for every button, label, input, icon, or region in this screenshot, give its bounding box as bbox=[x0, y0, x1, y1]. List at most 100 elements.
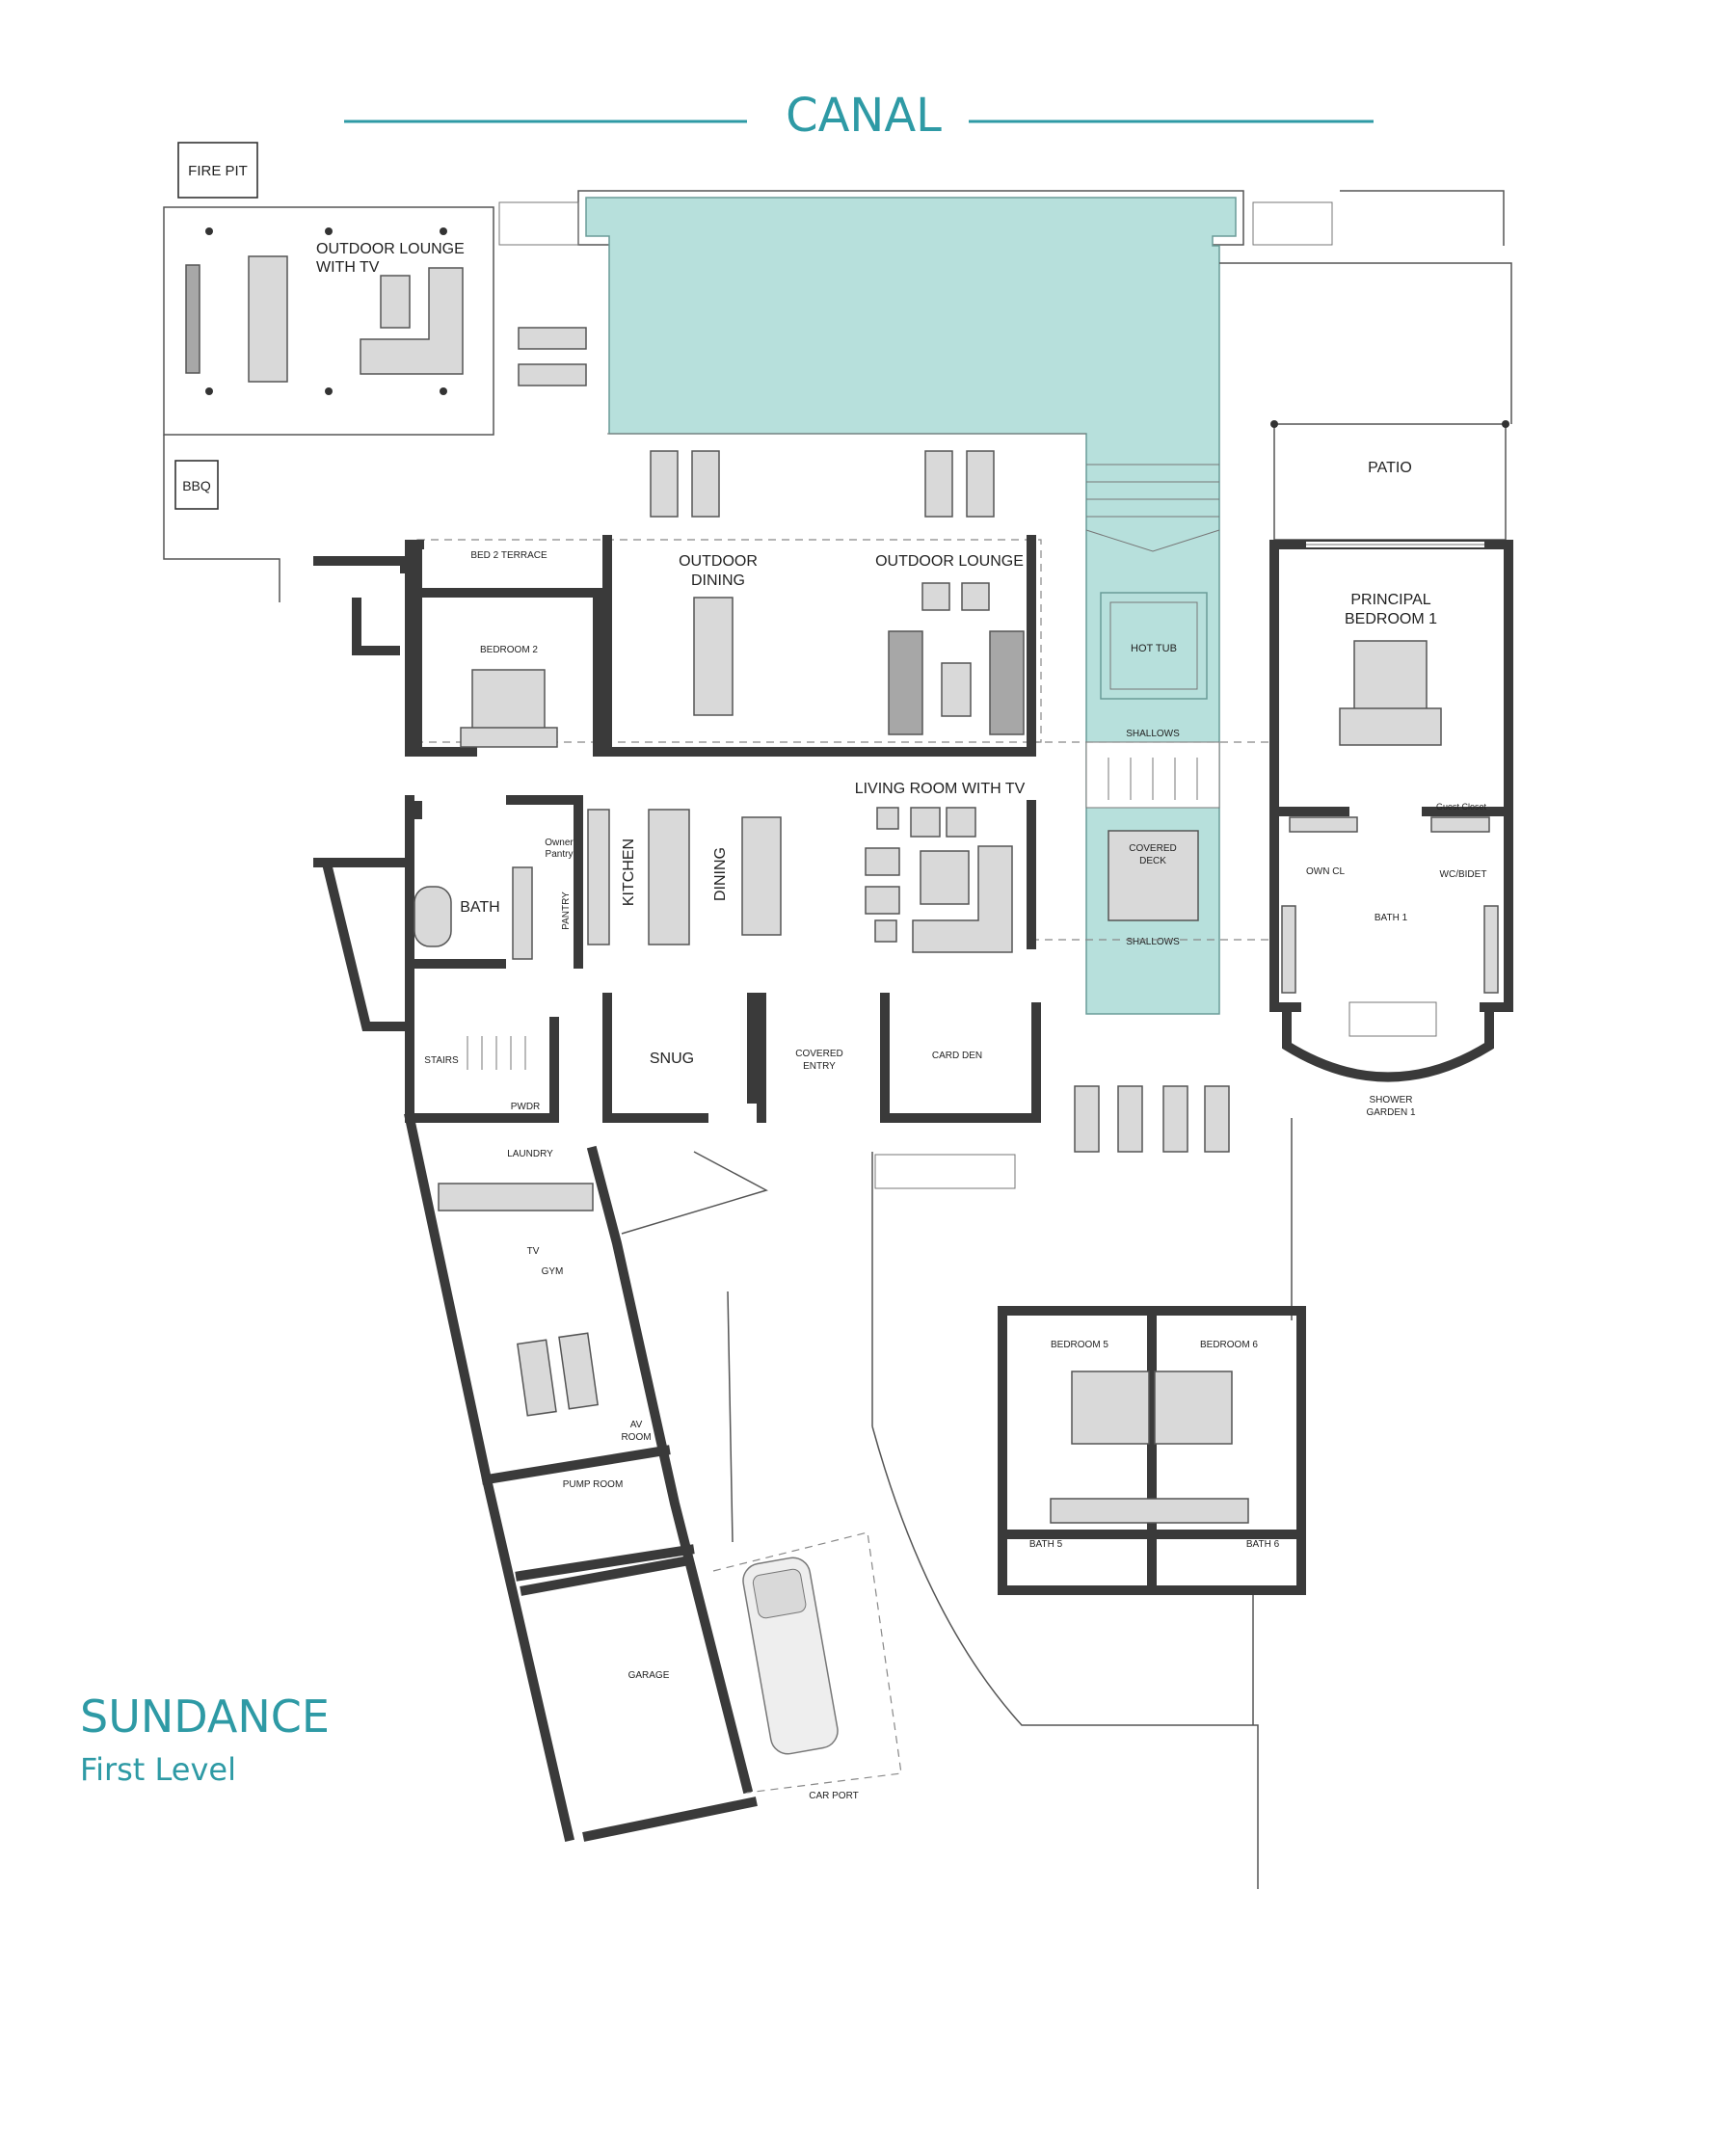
car-port-outline bbox=[712, 1531, 902, 1794]
post bbox=[1270, 420, 1278, 428]
shower-garden-label-2: GARDEN 1 bbox=[1366, 1107, 1416, 1118]
outdoor-kitchen-counter bbox=[248, 255, 288, 383]
bath-1-vanity-left bbox=[1281, 905, 1296, 994]
fire-pit-label: FIRE PIT bbox=[188, 163, 248, 179]
pool-lounger bbox=[966, 450, 995, 518]
outdoor-lounge-deck bbox=[163, 206, 494, 436]
outdoor-coffee-table bbox=[941, 662, 972, 717]
bedroom-6-label: BEDROOM 6 bbox=[1200, 1340, 1258, 1350]
pool-lounger bbox=[1204, 1085, 1230, 1153]
hot-tub-inner bbox=[1109, 601, 1198, 690]
living-chair bbox=[865, 886, 900, 915]
principal-bed-bench bbox=[1339, 707, 1442, 746]
principal-bed bbox=[1353, 640, 1428, 714]
bed-2-terrace-bath bbox=[313, 556, 410, 655]
shower-tray bbox=[1348, 1001, 1437, 1037]
bedroom-2-walls bbox=[405, 588, 602, 757]
hot-tub bbox=[1100, 592, 1208, 700]
pool-lounger bbox=[1162, 1085, 1188, 1153]
post bbox=[325, 227, 333, 235]
hot-tub-label: HOT TUB bbox=[1131, 643, 1177, 654]
bath-walls bbox=[313, 795, 506, 1026]
wc-bidet-label: WC/BIDET bbox=[1440, 869, 1487, 880]
pool-lounger bbox=[924, 450, 953, 518]
covered-entry-label-1: COVERED bbox=[795, 1049, 842, 1059]
outdoor-lounge-label: OUTDOOR LOUNGE bbox=[875, 553, 1024, 570]
bed2-terrace-label: BED 2 TERRACE bbox=[470, 550, 547, 561]
shallows-top-label: SHALLOWS bbox=[1126, 729, 1180, 739]
guest-closet-label: Guest Closet bbox=[1436, 802, 1487, 812]
principal-bedroom-label-2: BEDROOM 1 bbox=[1345, 611, 1437, 627]
outdoor-dining-table bbox=[693, 597, 734, 716]
living-ottoman bbox=[874, 919, 897, 943]
lounge-table bbox=[380, 275, 411, 329]
post bbox=[1502, 420, 1509, 428]
bedroom-5-bed bbox=[1071, 1371, 1150, 1445]
covered-deck-daybed bbox=[1108, 830, 1199, 921]
driveway-outline bbox=[621, 1151, 873, 1543]
laundry-counter bbox=[438, 1183, 594, 1211]
pwdr-label: PWDR bbox=[511, 1102, 541, 1112]
outdoor-chair bbox=[961, 582, 990, 611]
pool-lounger bbox=[691, 450, 720, 518]
living-room-label: LIVING ROOM WITH TV bbox=[855, 781, 1026, 797]
treadmill bbox=[558, 1332, 599, 1410]
dining-table bbox=[741, 816, 782, 936]
garage-front bbox=[582, 1797, 758, 1842]
covered-deck-label-1: COVERED bbox=[1129, 843, 1176, 854]
av-room-label-2: ROOM bbox=[621, 1432, 651, 1443]
owner-pantry-label-2: Pantry bbox=[546, 849, 574, 860]
patio-label: PATIO bbox=[1368, 460, 1412, 476]
car bbox=[742, 1557, 839, 1755]
bath-1-label: BATH 1 bbox=[1375, 913, 1408, 923]
kitchen-counter bbox=[587, 809, 610, 945]
bath-vanity bbox=[512, 866, 533, 960]
pool-lounger bbox=[1074, 1085, 1100, 1153]
owner-pantry-label-1: Owner bbox=[545, 838, 574, 848]
stairs-walls bbox=[405, 1017, 559, 1123]
bbq-label: BBQ bbox=[182, 478, 211, 493]
outdoor-sofa bbox=[989, 630, 1025, 735]
living-chair bbox=[865, 847, 900, 876]
pump-room-label: PUMP ROOM bbox=[563, 1479, 624, 1490]
living-chair bbox=[876, 807, 899, 830]
gym-divider bbox=[481, 1445, 671, 1485]
property-line-right bbox=[1252, 1118, 1293, 1725]
dining-label: DINING bbox=[712, 847, 729, 901]
covered-deck-label-2: DECK bbox=[1139, 856, 1166, 866]
bedroom-2-bed bbox=[471, 669, 546, 733]
living-chair bbox=[946, 807, 976, 838]
treadmill bbox=[517, 1339, 557, 1417]
pool-steps-right bbox=[1252, 201, 1333, 246]
bbq-box bbox=[174, 460, 219, 510]
outdoor-sofa bbox=[888, 630, 923, 735]
bathtub bbox=[414, 886, 452, 947]
site-line-top-right bbox=[1219, 262, 1512, 424]
outdoor-lounge-tv-label-1: OUTDOOR LOUNGE bbox=[316, 241, 465, 257]
pool-lounger bbox=[1117, 1085, 1143, 1153]
sun-lounger bbox=[518, 363, 587, 386]
own-closet-counter bbox=[1289, 816, 1358, 833]
bedroom-5-6-desk bbox=[1050, 1498, 1249, 1524]
garage-label: GARAGE bbox=[628, 1670, 670, 1681]
covered-entry-label-2: ENTRY bbox=[803, 1061, 836, 1072]
shower-garden-label-1: SHOWER bbox=[1370, 1095, 1413, 1105]
guest-closet-counter bbox=[1430, 816, 1490, 833]
bedroom-2-bench bbox=[460, 727, 558, 748]
patio-area bbox=[1273, 423, 1507, 541]
fire-pit-box bbox=[177, 142, 258, 199]
bedroom-6-bed bbox=[1154, 1371, 1233, 1445]
service-wing-outer-wall bbox=[404, 1112, 754, 1842]
pantry-label: PANTRY bbox=[561, 892, 572, 930]
card-den-label: CARD DEN bbox=[932, 1051, 982, 1061]
tv-label: TV bbox=[527, 1246, 540, 1257]
pool-step-chevron bbox=[1085, 529, 1220, 552]
pump-divider bbox=[515, 1544, 695, 1582]
snug-walls bbox=[602, 993, 757, 1123]
sun-lounger bbox=[518, 327, 587, 350]
shower-garden-curve bbox=[1282, 1002, 1494, 1082]
post bbox=[440, 387, 447, 395]
own-closet-label: OWN CL bbox=[1306, 866, 1345, 877]
outdoor-dining-label-2: DINING bbox=[691, 572, 745, 589]
bath-angled-wall bbox=[321, 861, 414, 1031]
